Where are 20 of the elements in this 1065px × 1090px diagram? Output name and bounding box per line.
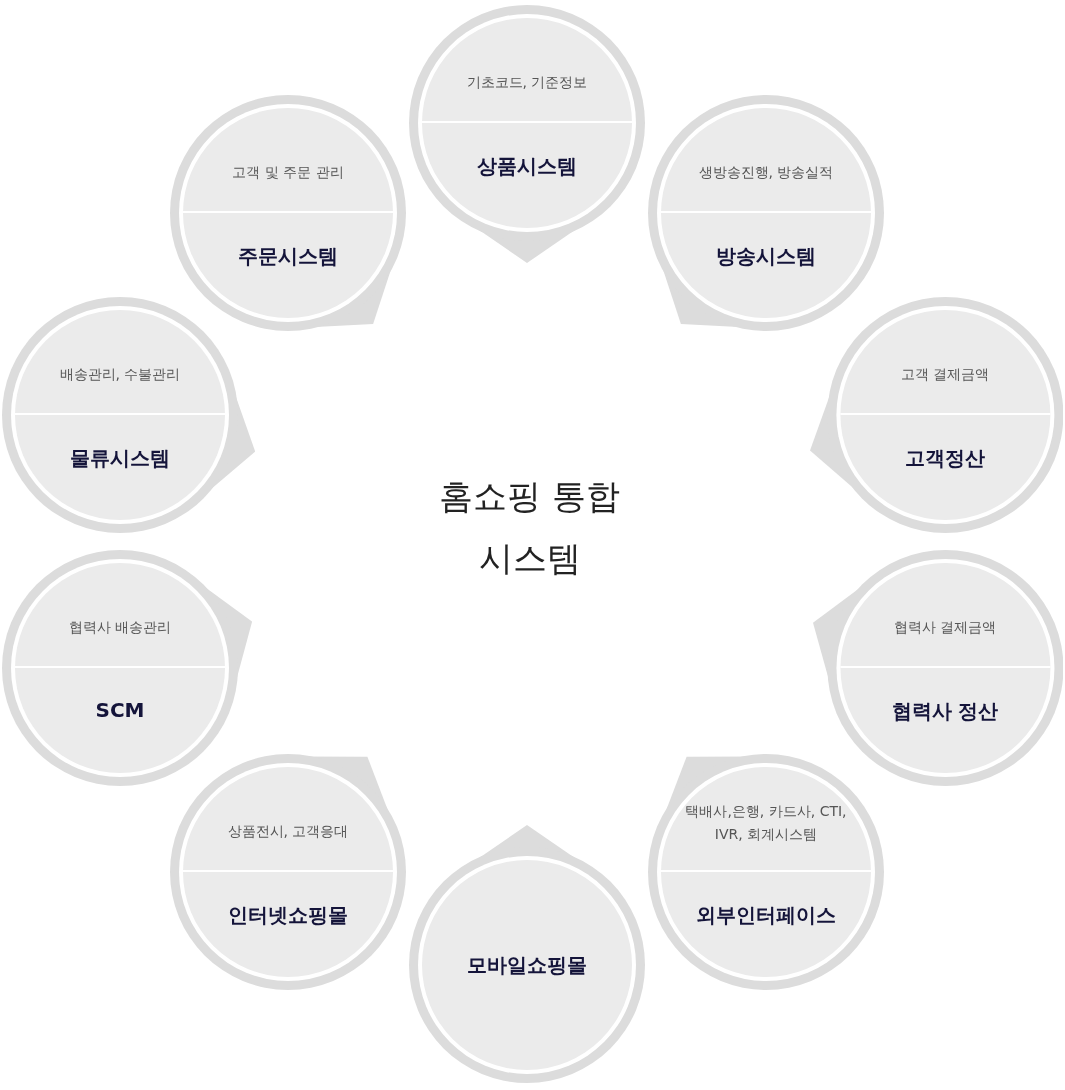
- circle-caption: 생방송진행, 방송실적: [697, 163, 835, 182]
- circle-title: 외부인터페이스: [695, 902, 837, 929]
- circle-title: 물류시스템: [69, 445, 171, 472]
- circle-caption: 상품전시, 고객응대: [226, 822, 350, 841]
- circle-title: SCM: [94, 698, 146, 722]
- circle-caption: 배송관리, 수불관리: [58, 365, 182, 384]
- circle-caption: 협력사 결제금액: [892, 618, 998, 637]
- circle-title: 주문시스템: [237, 243, 339, 270]
- diagram-title: 홈쇼핑 통합 시스템: [438, 475, 621, 580]
- circle-title: 인터넷쇼핑몰: [227, 902, 349, 929]
- circle-title: 모바일쇼핑몰: [466, 952, 588, 979]
- circle-caption: 협력사 배송관리: [67, 618, 173, 637]
- circle-caption: 고객 결제금액: [899, 365, 991, 384]
- circle-caption: 고객 및 주문 관리: [231, 163, 345, 182]
- circle-title: 방송시스템: [715, 243, 817, 270]
- circle-title: 상품시스템: [476, 153, 578, 180]
- circle-title: 협력사 정산: [890, 698, 1000, 725]
- circle-caption: 기초코드, 기준정보: [465, 73, 589, 92]
- circle-title: 고객정산: [904, 445, 986, 472]
- circle-caption: 택배사,은행, 카드사, CTI, IVR, 회계시스템: [684, 802, 848, 844]
